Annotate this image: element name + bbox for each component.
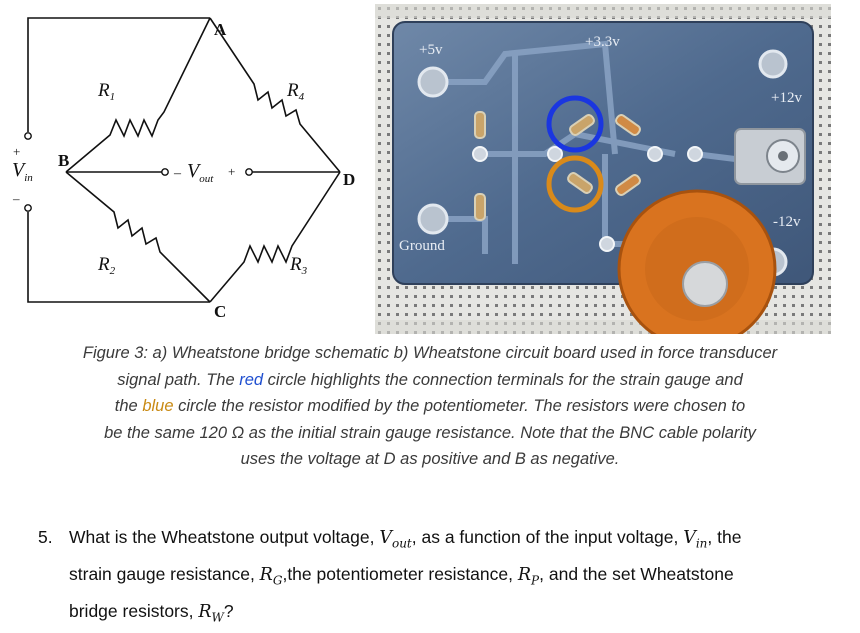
caption-line-4: be the same 120 Ω as the initial strain … (104, 423, 756, 442)
blue-highlight-circle (546, 95, 604, 153)
circuit-board-photo: +5v +3.3v +12v -12v Ground (375, 4, 831, 334)
resistor-3 (569, 114, 595, 136)
resistor-6 (615, 174, 641, 196)
bnc-connector (734, 128, 806, 185)
vout-label: Vout (187, 160, 214, 185)
caption-line-3: the blue circle the resistor modified by… (114, 397, 746, 415)
r1-label: R1 (97, 80, 115, 103)
question-text: What is the Wheatstone output voltage, V… (69, 522, 859, 633)
vin-minus-sign: – (12, 191, 20, 206)
vout-minus-sign: – (173, 166, 182, 181)
math-vin: Vin (683, 528, 708, 551)
vin-plus-sign: + (13, 144, 20, 159)
resistor-1 (474, 111, 486, 139)
resistor-5 (615, 114, 641, 136)
r4-label: R4 (286, 80, 305, 103)
vout-plus-terminal (245, 168, 253, 176)
caption-blue-word: blue (142, 397, 174, 415)
resistor-r3 (209, 171, 341, 303)
vout-plus-sign: + (228, 164, 235, 179)
question-line-1: What is the Wheatstone output voltage, V… (69, 527, 742, 551)
math-vout: Vout (379, 528, 412, 551)
vin-plus-terminal (24, 132, 32, 140)
resistor-2 (474, 193, 486, 221)
caption-red-word: red (239, 370, 264, 389)
node-b-label: B (58, 151, 69, 170)
math-rg: RG (259, 565, 283, 588)
orange-highlight-circle (546, 155, 604, 213)
label-12v: +12v (771, 90, 802, 106)
r3-label: R3 (289, 254, 308, 277)
caption-line-2: signal path. The red circle highlights t… (117, 370, 743, 389)
wheatstone-bridge-schematic: A B C D R1 R4 R2 R3 Vin + – – Vout + (12, 17, 355, 321)
question-line-2: strain gauge resistance, RG,the potentio… (69, 564, 734, 588)
label-ground: Ground (399, 238, 445, 254)
node-c-label: C (214, 302, 226, 321)
wire-top (27, 17, 210, 132)
math-rw: RW (198, 602, 224, 625)
label-neg12v: -12v (773, 214, 801, 230)
resistor-r4 (209, 17, 341, 173)
potentiometer (617, 189, 777, 334)
math-rp: RP (517, 565, 540, 588)
label-5v: +5v (419, 42, 443, 58)
caption-line-5: uses the voltage at D as positive and B … (240, 450, 620, 468)
node-a-label: A (214, 20, 227, 39)
figure-caption: Figure 3: a) Wheatstone bridge schematic… (0, 340, 860, 473)
resistor-4 (567, 172, 593, 194)
resistor-r2 (65, 171, 211, 303)
question-line-3: bridge resistors, RW? (69, 601, 234, 625)
wire-bottom (27, 212, 210, 303)
node-d-label: D (343, 170, 355, 189)
label-3v3: +3.3v (585, 34, 620, 50)
vin-minus-terminal (24, 204, 32, 212)
r2-label: R2 (97, 254, 116, 277)
vin-label: Vin (12, 159, 33, 184)
resistor-r1 (65, 17, 211, 173)
vout-minus-terminal (161, 168, 169, 176)
question-number: 5. (38, 527, 53, 547)
caption-line-1: Figure 3: a) Wheatstone bridge schematic… (82, 344, 778, 362)
